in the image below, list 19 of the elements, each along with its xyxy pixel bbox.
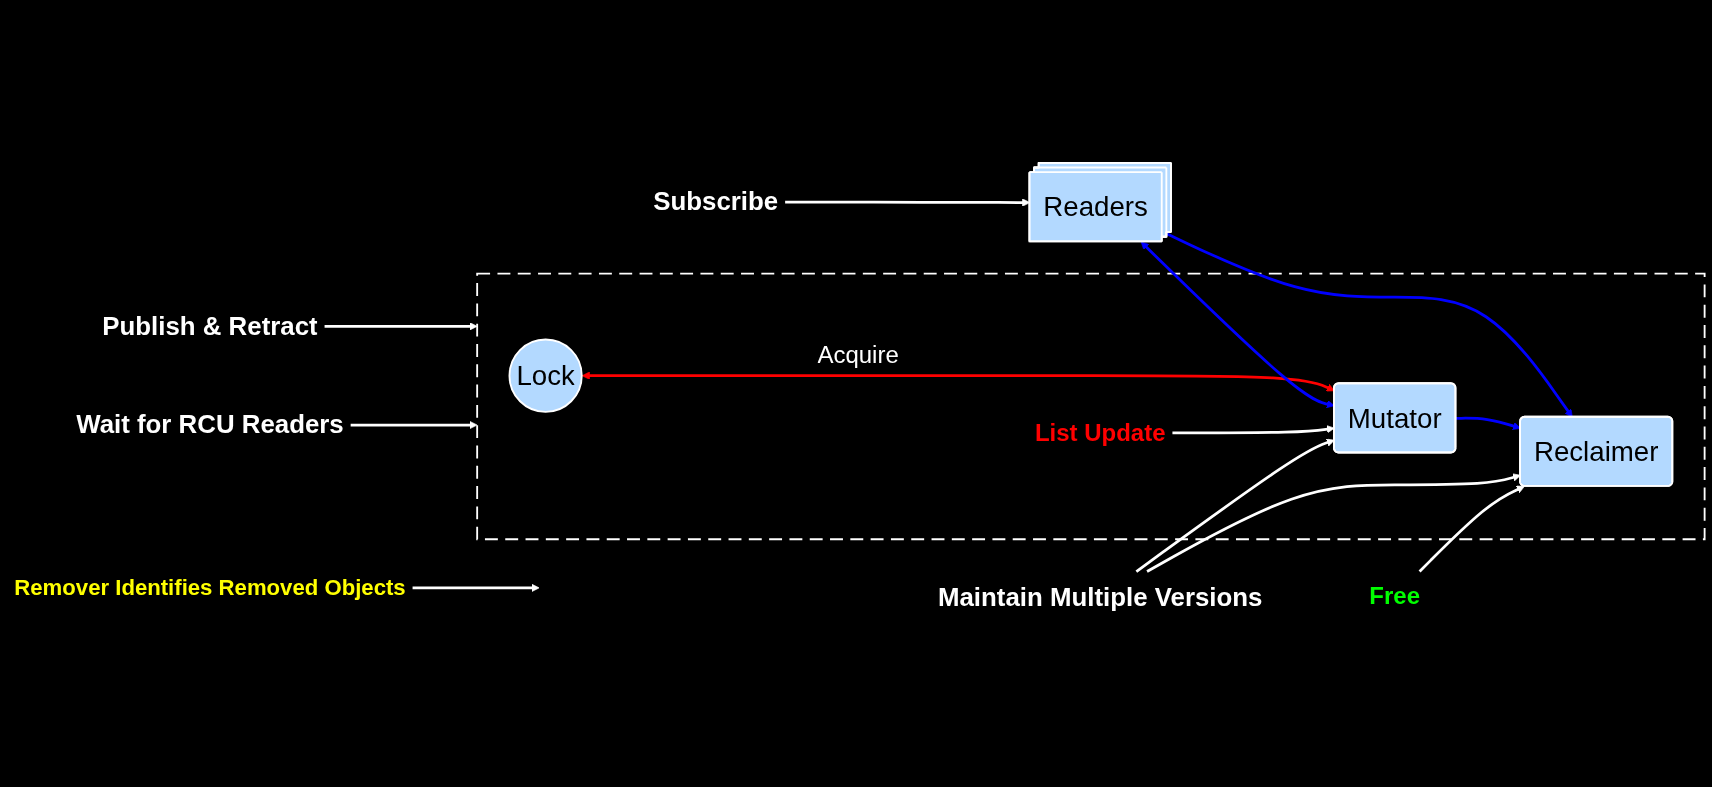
- arrow: [581, 371, 1335, 392]
- arrow: [1166, 232, 1573, 418]
- node-circle: Lock: [508, 338, 583, 413]
- arrow: [324, 322, 478, 331]
- node-text: Subscribe: [653, 187, 779, 216]
- node-text: Publish & Retract: [102, 311, 318, 341]
- arrow: [785, 198, 1031, 207]
- arrow: [350, 420, 478, 430]
- cluster: [476, 272, 1706, 541]
- node-text: Free: [1369, 582, 1421, 610]
- node-text: Remover Identifies Removed Objects: [14, 574, 406, 600]
- node-text: Wait for RCU Readers: [76, 410, 344, 439]
- arrow: [1146, 473, 1521, 573]
- node-text: List Update: [1034, 418, 1166, 447]
- edge-label: Acquire: [817, 341, 899, 369]
- arrow: [1418, 485, 1525, 573]
- node-text: Maintain Multiple Versions: [937, 583, 1263, 612]
- arrow: [1455, 416, 1521, 430]
- arrow: [412, 583, 540, 592]
